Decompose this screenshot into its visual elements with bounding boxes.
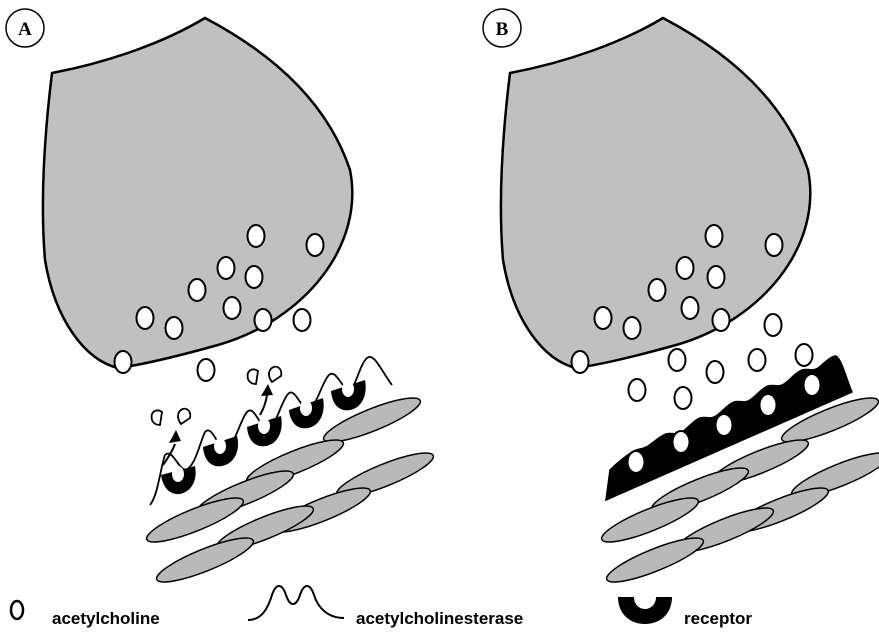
acetylcholine-vesicle: [115, 351, 132, 373]
acetylcholine-vesicle: [766, 234, 783, 256]
acetylcholine-vesicle: [749, 349, 766, 371]
acetylcholine-vesicle: [675, 387, 692, 409]
acetylcholine-vesicle: [198, 359, 215, 381]
panel-b-letter: B: [496, 19, 509, 40]
acetylcholine-vesicle: [716, 414, 733, 436]
acetylcholine-vesicle: [246, 266, 263, 288]
legend-acetylcholine-label: acetylcholine: [52, 609, 160, 628]
acetylcholine-vesicle: [669, 349, 686, 371]
acetylcholine-vesicle: [707, 361, 724, 383]
acetylcholine-fragment: [248, 369, 258, 384]
legend-receptor: receptor: [618, 597, 752, 628]
acetylcholine-vesicle: [189, 279, 206, 301]
receptor-icon: [618, 597, 672, 624]
receptor-notch: [214, 438, 226, 454]
acetylcholine-vesicle: [713, 309, 730, 331]
acetylcholine-vesicle: [760, 394, 777, 416]
acetylcholine-fragment: [152, 410, 162, 425]
acetylcholine-vesicle: [677, 257, 694, 279]
receptor-notch: [172, 466, 184, 482]
acetylcholine-vesicle: [572, 351, 589, 373]
acetylcholine-vesicle: [248, 225, 265, 247]
acetylcholine-fragment: [269, 367, 281, 382]
acetylcholine-vesicle: [307, 234, 324, 256]
acetylcholine-vesicle: [629, 379, 646, 401]
legend-acetylcholinesterase: acetylcholinesterase: [248, 586, 523, 628]
acetylcholine-icon: [11, 601, 23, 619]
acetylcholine-vesicle: [218, 257, 235, 279]
acetylcholine-vesicle: [682, 297, 699, 319]
panel-b: B: [483, 9, 879, 590]
acetylcholine-vesicle: [673, 431, 690, 453]
legend-receptor-label: receptor: [684, 609, 752, 628]
acetylcholinesterase-icon: [248, 586, 344, 620]
acetylcholine-vesicle: [255, 309, 272, 331]
panel-b-nerve-terminal: [501, 18, 810, 368]
acetylcholine-vesicle: [224, 297, 241, 319]
acetylcholine-fragment: [178, 409, 190, 424]
acetylcholine-vesicle: [595, 307, 612, 329]
panel-a: A: [6, 9, 437, 590]
acetylcholine-vesicle: [294, 309, 311, 331]
acetylcholine-vesicle: [804, 374, 821, 396]
acetylcholine-vesicle: [628, 451, 645, 473]
acetylcholine-vesicle: [137, 307, 154, 329]
receptor-notch: [258, 418, 270, 434]
acetylcholine-vesicle: [765, 314, 782, 336]
arrow-up-icon: [163, 430, 181, 465]
acetylcholine-vesicle: [708, 266, 725, 288]
legend-acetylcholine: acetylcholine: [11, 601, 160, 628]
legend-acetylcholinesterase-label: acetylcholinesterase: [356, 609, 523, 628]
acetylcholine-vesicle: [649, 279, 666, 301]
acetylcholine-vesicle: [166, 317, 183, 339]
receptor-notch: [300, 400, 312, 416]
acetylcholine-vesicle: [706, 225, 723, 247]
panel-a-badge: A: [6, 9, 44, 47]
legend: acetylcholine acetylcholinesterase recep…: [11, 586, 752, 628]
panel-b-badge: B: [483, 9, 521, 47]
acetylcholine-vesicle: [624, 317, 641, 339]
receptor-notch: [342, 381, 354, 397]
arrow-up-icon: [260, 384, 273, 415]
acetylcholine-vesicle: [796, 344, 813, 366]
panel-a-letter: A: [18, 19, 32, 40]
